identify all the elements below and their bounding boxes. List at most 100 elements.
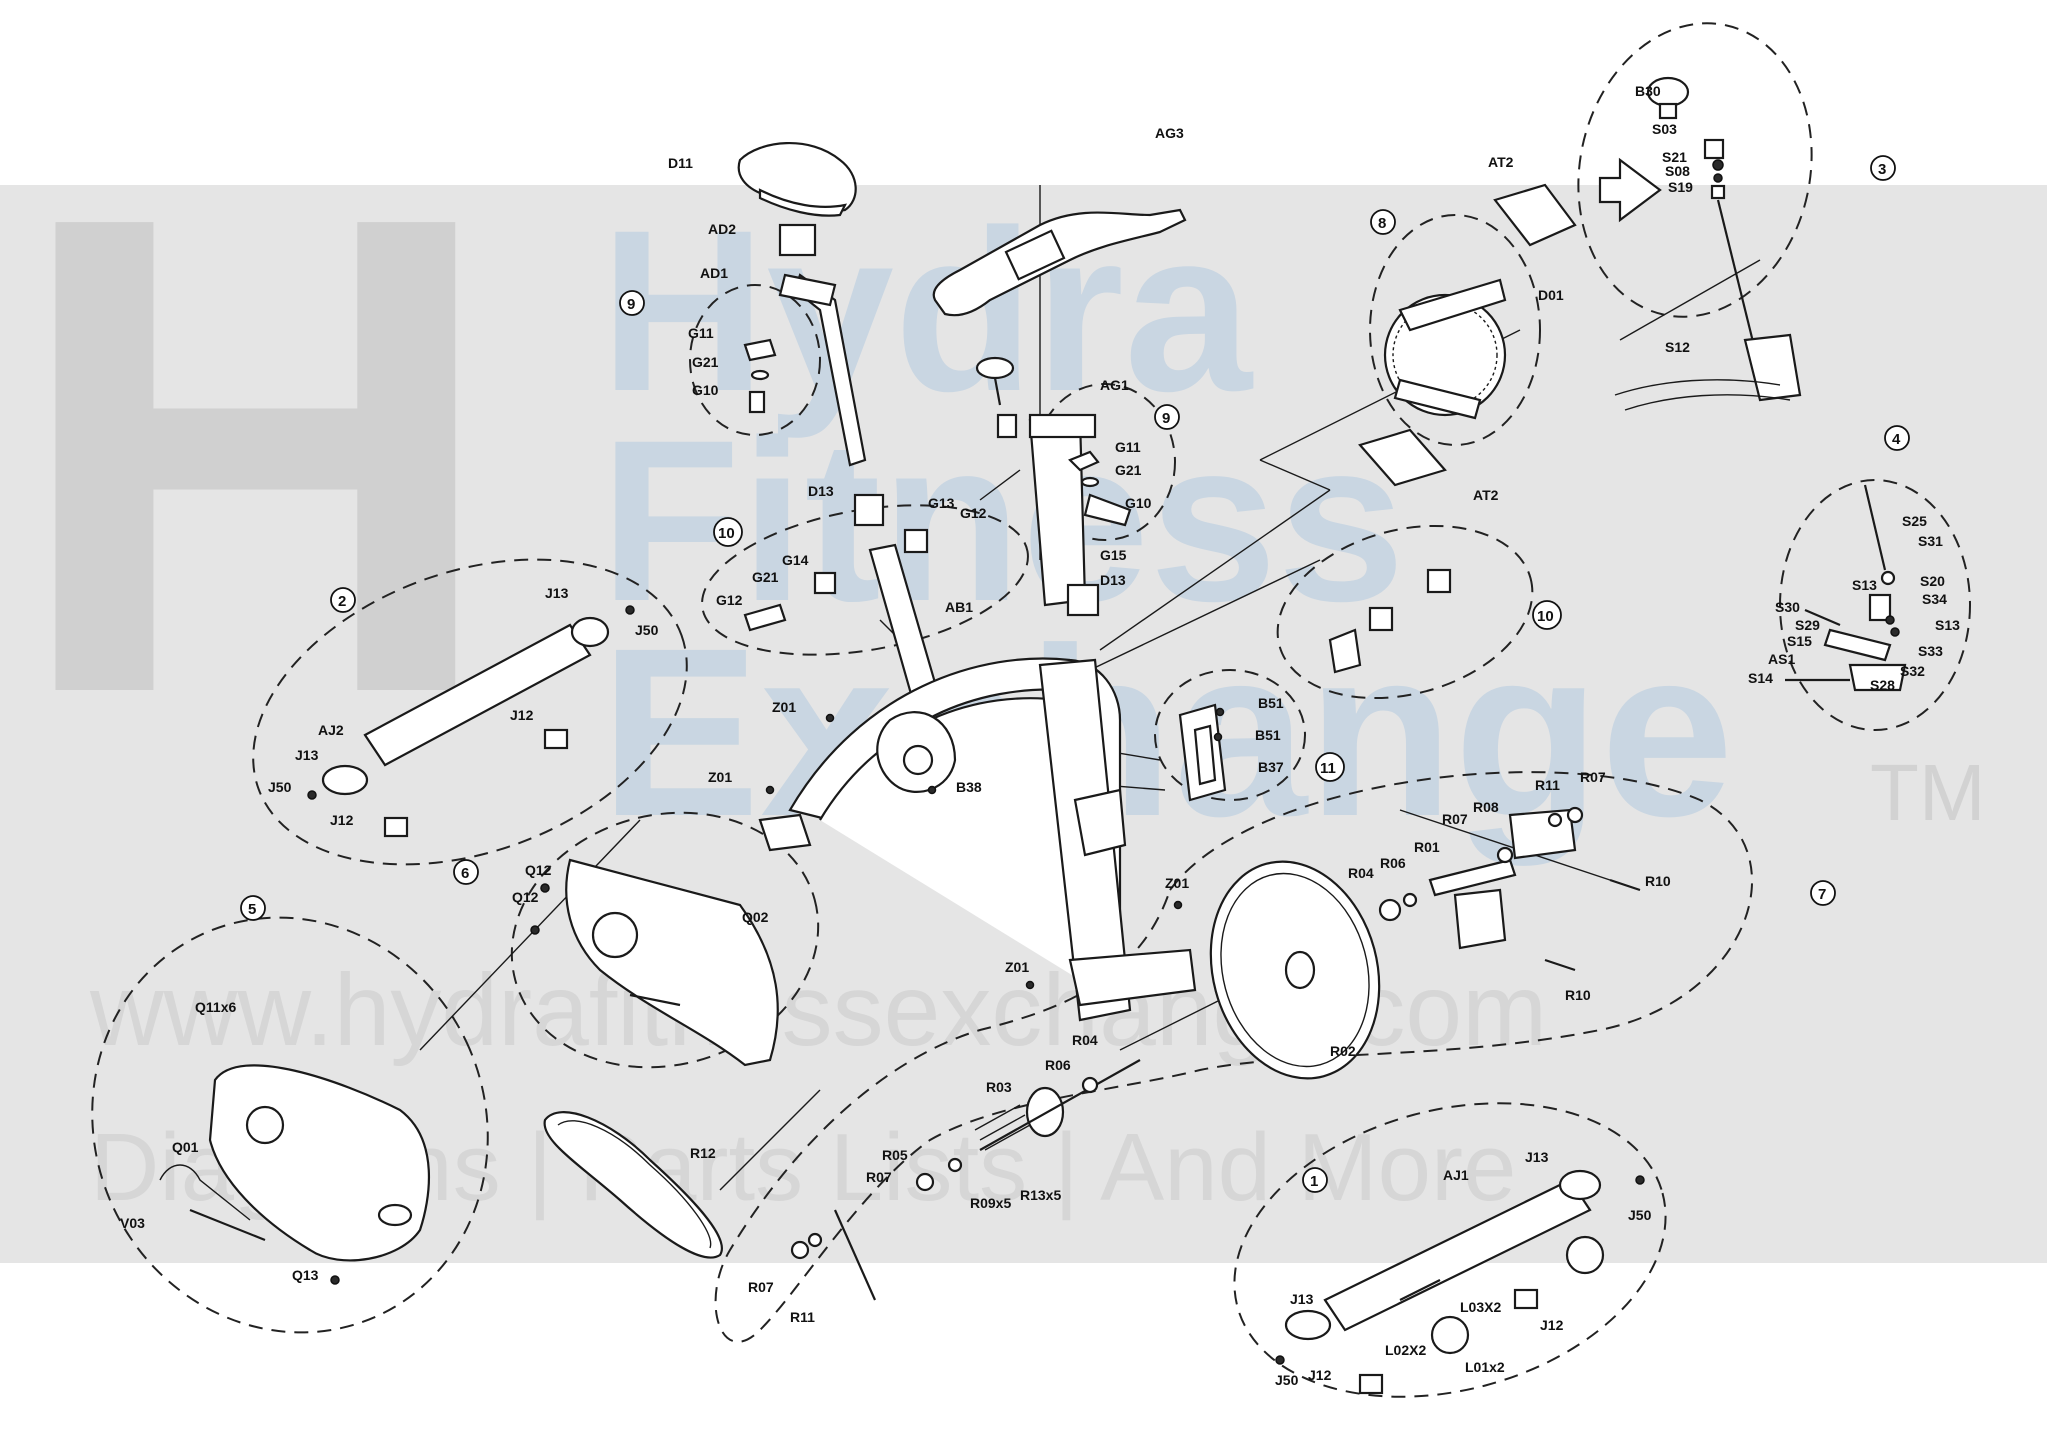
label-r11-b: R11	[790, 1309, 815, 1325]
dropout-r08-bottom	[1453, 888, 1507, 950]
belt-r12-inner	[557, 1120, 712, 1249]
bracket-v03-bar	[189, 1208, 266, 1242]
brake-group	[1785, 484, 1907, 692]
flywheel-group	[1209, 806, 1641, 1080]
label-r05: R05	[882, 1147, 908, 1163]
label-j12-b: J12	[330, 812, 354, 828]
label-j12-c: J12	[1540, 1317, 1564, 1333]
knob-stem-b30	[1658, 102, 1678, 120]
label-s08: S08	[1665, 163, 1690, 179]
group-outline-4	[1779, 479, 1971, 731]
cover-hole	[591, 911, 639, 959]
inner-cover-group	[530, 858, 779, 1067]
label-g14-a: G14	[782, 552, 809, 568]
cover-q01-hole	[245, 1105, 285, 1145]
leader-line	[419, 819, 641, 1051]
label-z01-a: Z01	[772, 699, 796, 715]
washer-s08	[1713, 173, 1723, 183]
brake-rod-s25	[1863, 484, 1887, 571]
belt-r12	[543, 1111, 723, 1259]
group-outline-10b	[1276, 524, 1534, 700]
group-number-5: 5	[248, 901, 256, 918]
pedal-at2-bottom	[1358, 428, 1447, 487]
knob-g11-b	[1068, 450, 1100, 472]
group-number-1: 1	[1310, 1173, 1318, 1190]
washer-g21-b	[1080, 476, 1100, 488]
bolt-s30	[1804, 608, 1841, 627]
label-r10-b: R10	[1565, 987, 1591, 1003]
group-number-circle	[619, 290, 645, 316]
foot-j12-c	[1513, 1288, 1539, 1310]
group-number-8: 8	[1378, 215, 1386, 232]
group-outline-11	[1154, 669, 1306, 801]
label-r01: R01	[1414, 839, 1440, 855]
label-s13-a: S13	[1852, 577, 1877, 593]
bracket-b37-group	[1178, 703, 1227, 802]
label-g21-b: G21	[1115, 462, 1142, 478]
handlebar-mount	[1004, 229, 1066, 281]
label-b51-a: B51	[1258, 695, 1284, 711]
bushing-top	[996, 413, 1018, 439]
label-s34: S34	[1922, 591, 1947, 607]
label-s28: S28	[1870, 677, 1895, 693]
label-s21: S21	[1662, 149, 1687, 165]
group-number-10a: 10	[718, 525, 735, 542]
label-g13-a: G13	[928, 495, 955, 511]
group-number-2: 2	[338, 593, 346, 610]
label-r04-a: R04	[1348, 865, 1374, 881]
screw-z01-b	[765, 785, 775, 795]
label-s03: S03	[1652, 121, 1677, 137]
group-outline-9a	[689, 284, 821, 436]
leader-line	[979, 469, 1021, 501]
stabilizer-tube-aj2	[363, 623, 592, 767]
bolts-r13x5	[974, 1104, 1031, 1151]
screw-z01-d	[1025, 980, 1035, 990]
label-d11: D11	[668, 155, 693, 171]
label-j13-c: J13	[1525, 1149, 1549, 1165]
lower-drive-group	[543, 1059, 1141, 1301]
label-g15: G15	[1100, 547, 1127, 563]
end-cap-j13-left	[1284, 1309, 1332, 1341]
label-s29: S29	[1795, 617, 1820, 633]
cover-q02	[565, 858, 779, 1067]
axle-l02	[1399, 1279, 1441, 1301]
label-q12-b: Q12	[512, 889, 539, 905]
screw-j50-c	[1635, 1175, 1645, 1185]
label-q02: Q02	[742, 909, 769, 925]
highlight-arrow	[1598, 157, 1662, 223]
leader-line	[1099, 489, 1331, 651]
cover-slot	[629, 993, 681, 1007]
group-number-circle	[1870, 155, 1896, 181]
bearing-r06-lower	[1081, 1076, 1099, 1094]
brake-bracket	[1073, 788, 1127, 857]
label-j13-b: J13	[295, 747, 319, 763]
group-number-circle	[453, 859, 479, 885]
label-r06-a: R06	[1380, 855, 1406, 871]
label-r07-a: R07	[1580, 769, 1606, 785]
wheel-l01-a	[1430, 1315, 1470, 1355]
screw-j50-d	[1275, 1355, 1285, 1365]
washer-s20	[1885, 615, 1895, 625]
main-frame	[758, 208, 1197, 1022]
label-r07-b: R07	[1442, 811, 1468, 827]
group-outline-5	[91, 916, 489, 1334]
label-g11-a: G11	[688, 325, 714, 341]
label-r02: R02	[1330, 1043, 1356, 1059]
adjust-knob-groups	[743, 338, 1452, 674]
label-s31: S31	[1918, 533, 1943, 549]
axle-r04-lower	[979, 1059, 1141, 1151]
label-s15: S15	[1787, 633, 1812, 649]
screw-q12-a	[540, 883, 550, 893]
label-b51-b: B51	[1255, 727, 1281, 743]
label-ad2: AD2	[708, 221, 736, 237]
label-s25: S25	[1902, 513, 1927, 529]
bolt-r10-b	[1544, 958, 1576, 972]
end-cap-j13-left	[321, 764, 369, 796]
screw-b51-b	[1213, 732, 1223, 742]
nut-r07-lower	[915, 1172, 935, 1192]
frame-rear-leg	[1068, 948, 1197, 1007]
label-j50-b: J50	[268, 779, 292, 795]
label-j13-a: J13	[545, 585, 569, 601]
label-r03: R03	[986, 1079, 1012, 1095]
group-number-6: 6	[461, 865, 469, 882]
